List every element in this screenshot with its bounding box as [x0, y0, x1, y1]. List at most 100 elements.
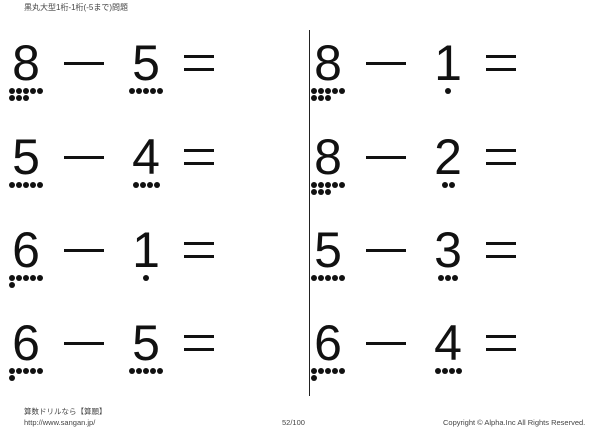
- dot: [339, 368, 345, 374]
- dot: [23, 182, 29, 188]
- subtraction-problem: 5 4: [6, 132, 286, 212]
- dot: [23, 95, 29, 101]
- dot: [16, 368, 22, 374]
- dot: [318, 182, 324, 188]
- dot: [318, 88, 324, 94]
- dot: [9, 275, 15, 281]
- dot: [16, 95, 22, 101]
- dot: [339, 88, 345, 94]
- dot: [37, 182, 43, 188]
- minuend: 8: [314, 129, 342, 185]
- subtraction-problem: 8 5: [6, 38, 286, 118]
- dot: [441, 368, 448, 374]
- dot: [434, 368, 441, 374]
- dot: [445, 275, 451, 281]
- dot: [132, 182, 139, 188]
- subtrahend: 4: [132, 129, 160, 185]
- subtraction-problem: 6 5: [6, 318, 286, 398]
- dot: [441, 182, 448, 188]
- minus-sign: [366, 62, 406, 65]
- count-dots: [9, 275, 49, 289]
- dot: [16, 275, 22, 281]
- dot: [311, 375, 317, 381]
- count-dots: [311, 88, 351, 102]
- minus-sign: [64, 342, 104, 345]
- subtrahend: 1: [434, 35, 462, 91]
- dot: [9, 282, 15, 288]
- minus-sign: [366, 156, 406, 159]
- count-dots: [434, 368, 475, 375]
- count-dots: [143, 275, 183, 282]
- footer-url[interactable]: http://www.sangan.jp/: [24, 418, 96, 427]
- dot: [9, 375, 15, 381]
- subtrahend: 4: [434, 315, 462, 371]
- dot: [30, 275, 36, 281]
- count-dots: [9, 88, 49, 102]
- dot: [455, 368, 462, 374]
- dot: [16, 88, 22, 94]
- dot: [311, 95, 317, 101]
- dot: [150, 368, 156, 374]
- dot: [325, 95, 331, 101]
- dot: [150, 88, 156, 94]
- dot: [139, 182, 146, 188]
- dot: [311, 88, 317, 94]
- minuend: 6: [12, 222, 40, 278]
- dot: [332, 182, 338, 188]
- dot: [318, 275, 324, 281]
- subtrahend: 5: [132, 35, 160, 91]
- dot: [332, 275, 338, 281]
- equals-sign: [184, 242, 214, 258]
- equals-sign: [486, 242, 516, 258]
- count-dots: [445, 88, 485, 95]
- dot: [9, 182, 15, 188]
- subtraction-problem: 5 3: [308, 225, 588, 305]
- minuend: 8: [314, 35, 342, 91]
- count-dots: [9, 182, 49, 189]
- minus-sign: [366, 342, 406, 345]
- dot: [136, 368, 142, 374]
- subtrahend: 2: [434, 129, 462, 185]
- dot: [325, 88, 331, 94]
- equals-sign: [184, 149, 214, 165]
- column-divider: [309, 30, 310, 396]
- minuend: 5: [314, 222, 342, 278]
- dot: [143, 88, 149, 94]
- dot: [143, 275, 149, 281]
- dot: [9, 95, 15, 101]
- equals-sign: [486, 335, 516, 351]
- subtrahend: 3: [434, 222, 462, 278]
- dot: [325, 368, 331, 374]
- dot: [30, 88, 36, 94]
- dot: [448, 182, 455, 188]
- dot: [37, 88, 43, 94]
- dot: [30, 368, 36, 374]
- minuend: 8: [12, 35, 40, 91]
- dot: [311, 182, 317, 188]
- dot: [23, 368, 29, 374]
- dot: [318, 95, 324, 101]
- subtrahend: 5: [132, 315, 160, 371]
- dot: [30, 182, 36, 188]
- dot: [452, 275, 458, 281]
- dot: [16, 182, 22, 188]
- worksheet-title: 黒丸大型1桁-1桁(-5まで)問題: [24, 3, 129, 12]
- minuend: 6: [12, 315, 40, 371]
- minus-sign: [64, 62, 104, 65]
- count-dots: [311, 182, 351, 196]
- dot: [129, 88, 135, 94]
- dot: [129, 368, 135, 374]
- equals-sign: [184, 335, 214, 351]
- footer-brand: 算数ドリルなら【算願】: [24, 407, 107, 416]
- subtraction-problem: 8 2: [308, 132, 588, 212]
- minus-sign: [366, 249, 406, 252]
- count-dots: [129, 368, 169, 375]
- dot: [136, 88, 142, 94]
- subtraction-problem: 6 1: [6, 225, 286, 305]
- dot: [325, 189, 331, 195]
- dot: [9, 368, 15, 374]
- page-number: 52/100: [282, 418, 305, 427]
- dot: [332, 368, 338, 374]
- dot: [146, 182, 153, 188]
